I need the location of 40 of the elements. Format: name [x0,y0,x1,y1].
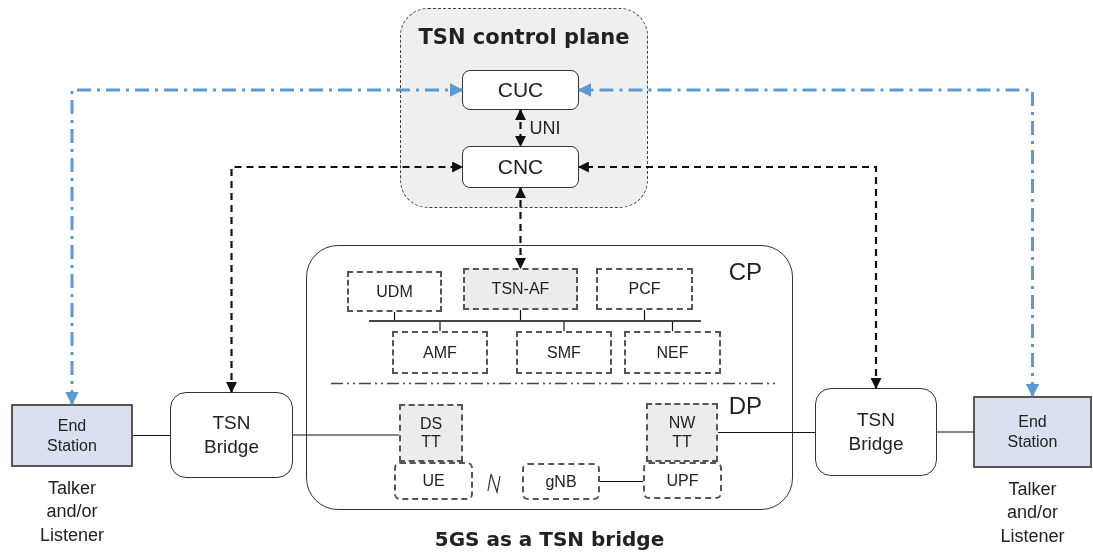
arrow [65,83,464,406]
connector-line [439,321,441,332]
bridge-box: TSN Bridge [170,392,293,478]
function-box: TSN-AF [463,268,578,310]
function-box: UDM [347,271,442,312]
section-label: CP [728,260,762,284]
translator-box: NW TT [646,403,718,462]
connector-line [132,434,171,437]
arrow [226,161,464,394]
connector-line [643,309,646,321]
connector-line [393,311,396,321]
connector-line [599,480,644,483]
arrow [577,161,882,390]
section-label: DP [728,394,762,418]
panel-title: 5GS as a TSN bridge [433,529,666,549]
bridge-box: TSN Bridge [815,388,937,476]
role-caption: Talker and/or Listener [40,477,104,547]
connector-line [563,321,565,332]
function-box: AMF [392,331,488,374]
arrow [515,108,526,148]
arrow [577,83,1040,398]
panel-title: TSN control plane [417,27,631,48]
function-box: PCF [596,268,693,310]
control-plane-panel [400,8,648,208]
function-box: NEF [624,331,721,374]
function-box: gNB [522,463,600,500]
connector-line [292,434,400,436]
service-bus-line [369,320,701,322]
translator-box: DS TT [399,404,463,462]
role-caption: Talker and/or Listener [1000,478,1065,548]
function-box: SMF [516,331,612,374]
controller-box: CUC [462,70,579,110]
function-box: UPF [643,462,722,499]
connector-line [519,309,522,321]
connector-line [671,321,674,332]
controller-box: CNC [462,146,579,188]
connector-line [717,431,816,434]
connector-line [936,431,974,433]
arrow [515,186,526,270]
function-box: UE [394,462,473,500]
